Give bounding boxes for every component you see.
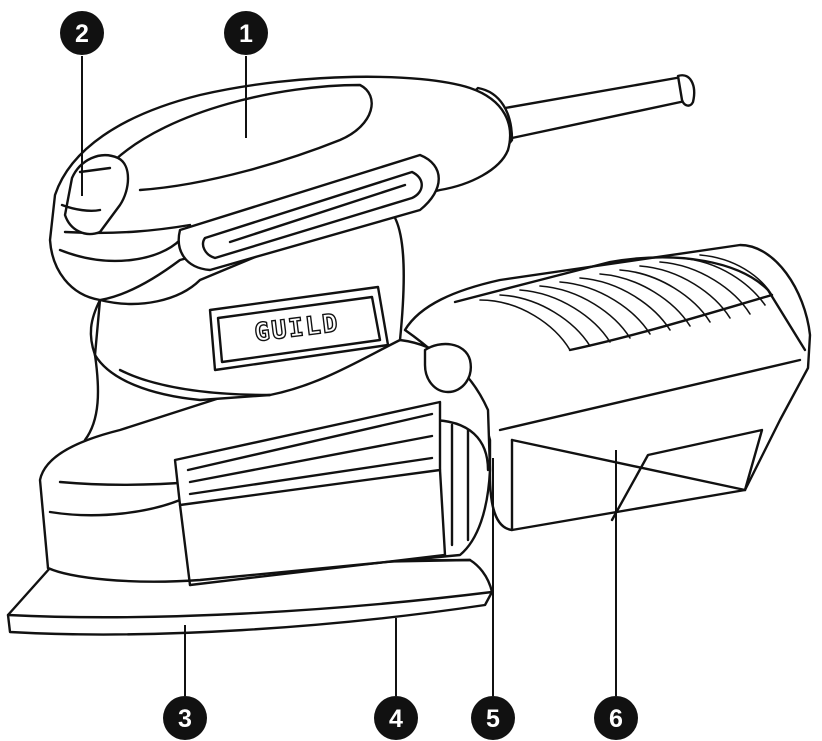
brand-plate: GUILD bbox=[208, 285, 390, 372]
callout-1-label: 1 bbox=[239, 20, 253, 48]
lower-body bbox=[38, 338, 492, 587]
callout-4: 4 bbox=[374, 696, 418, 740]
callout-5: 5 bbox=[471, 696, 515, 740]
callout-6-label: 6 bbox=[609, 705, 623, 733]
side-knob bbox=[423, 342, 472, 394]
callout-2-label: 2 bbox=[75, 20, 89, 48]
callout-5-label: 5 bbox=[486, 705, 500, 733]
dust-box-ribs bbox=[479, 254, 774, 352]
dust-box bbox=[403, 243, 812, 532]
callout-1: 1 bbox=[224, 11, 268, 55]
leader-lines bbox=[81, 56, 617, 696]
callout-3: 3 bbox=[163, 696, 207, 740]
callout-3-label: 3 bbox=[178, 705, 192, 733]
callout-2: 2 bbox=[60, 11, 104, 55]
top-handle bbox=[48, 75, 512, 302]
power-switch bbox=[60, 154, 130, 236]
callout-6: 6 bbox=[594, 696, 638, 740]
callout-4-label: 4 bbox=[389, 705, 403, 733]
